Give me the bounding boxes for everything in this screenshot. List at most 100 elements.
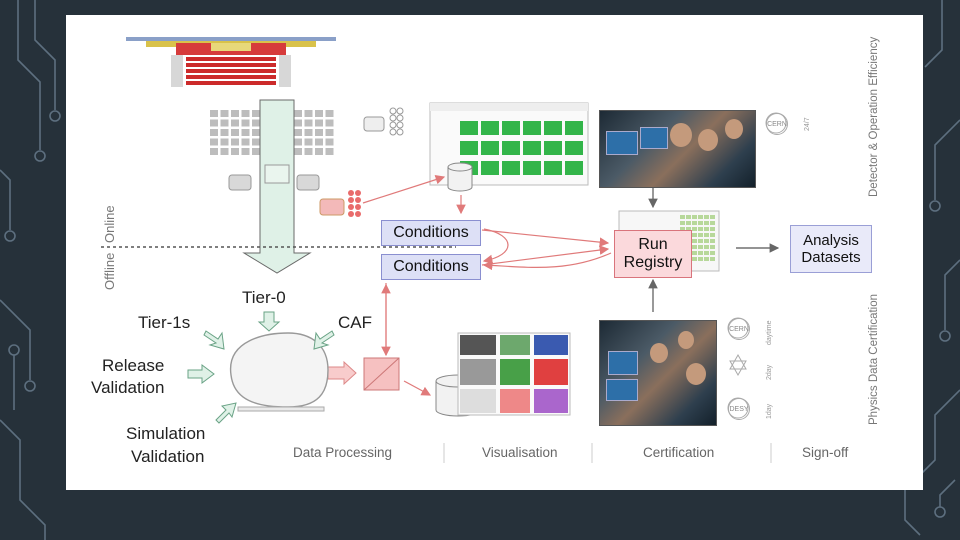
sheet-cell [710, 251, 715, 255]
workflow-diagram-graphics [101, 37, 787, 463]
green-histogram [502, 121, 520, 135]
sheet-cell [680, 215, 685, 219]
conditions-box-bottom: Conditions [381, 254, 481, 280]
sheet-cell [686, 215, 691, 219]
sheet-cell [698, 215, 703, 219]
sheet-cell [698, 227, 703, 231]
green-histogram [565, 161, 583, 175]
green-histogram [544, 121, 562, 135]
simulation-line1: Simulation [126, 424, 206, 443]
sheet-cell [698, 239, 703, 243]
stage-sign-off: Sign-off [802, 445, 849, 460]
rack-unit [315, 119, 323, 127]
sheet-cell [710, 245, 715, 249]
sheet-cell [710, 221, 715, 225]
run-registry-line2: Registry [623, 254, 683, 271]
sheet-cell [698, 251, 703, 255]
offline-label: Offline [102, 252, 117, 290]
conditions-box-top: Conditions [381, 220, 481, 246]
sheet-cell [698, 221, 703, 225]
sheet-cell [704, 239, 709, 243]
rack-unit [231, 119, 239, 127]
stage-certification: Certification [643, 445, 715, 460]
rack-unit [304, 110, 313, 117]
analysis-line1: Analysis [803, 232, 859, 249]
sheet-cell [710, 239, 715, 243]
cern-logo-bottom-text: CERN [729, 325, 749, 333]
rack-unit [304, 119, 313, 127]
twoday-label: 2day [766, 364, 773, 380]
green-histogram [502, 141, 520, 155]
sheet-cell [710, 233, 715, 237]
desy-logo: DESY [728, 398, 750, 420]
analysis-datasets-box: Analysis Datasets [790, 225, 872, 273]
simulation-line2: Validation [131, 447, 205, 466]
sheet-cell [710, 257, 715, 261]
green-histogram [502, 161, 520, 175]
green-histogram [523, 161, 541, 175]
rack-unit [294, 148, 302, 155]
rack-unit [231, 138, 239, 146]
sheet-cell [680, 221, 685, 225]
side-label-bottom: Physics Data Certification [868, 293, 880, 425]
release-line1: Release [102, 356, 165, 375]
green-histogram [565, 141, 583, 155]
cern-logo-text: CERN [767, 120, 787, 128]
oneday-label: 1day [766, 403, 773, 419]
green-histogram [481, 161, 499, 175]
sheet-cell [710, 215, 715, 219]
rack-unit [220, 119, 229, 127]
sheet-cell [704, 227, 709, 231]
rack-unit [231, 129, 239, 136]
rack-unit [210, 110, 218, 117]
rack-unit [325, 129, 334, 136]
rack-unit [241, 129, 250, 136]
rack-unit [252, 148, 260, 155]
green-histogram [523, 121, 541, 135]
rack-unit [294, 138, 302, 146]
detector-illustration [126, 37, 336, 87]
cern-logo: CERN [766, 113, 788, 135]
rack-unit [220, 110, 229, 117]
sheet-cell [704, 257, 709, 261]
sheet-cell [698, 257, 703, 261]
sheet-cell [692, 257, 697, 261]
caf-label: CAF [338, 313, 372, 332]
rack-unit [294, 129, 302, 136]
processing-cloud [230, 332, 329, 412]
rack-unit [325, 148, 334, 155]
rack-unit [241, 119, 250, 127]
green-histogram [460, 121, 478, 135]
rack-unit [315, 138, 323, 146]
sheet-cell [704, 251, 709, 255]
sheet-cell [692, 221, 697, 225]
control-room-photo-top [599, 110, 756, 188]
analysis-line2: Datasets [801, 249, 861, 266]
sheet-cell [698, 245, 703, 249]
rack-unit [220, 138, 229, 146]
green-histogram [544, 141, 562, 155]
rack-unit [315, 148, 323, 155]
sheet-cell [710, 227, 715, 231]
green-histogram [523, 141, 541, 155]
rack-unit [315, 129, 323, 136]
release-line2: Validation [91, 378, 165, 397]
rack-unit [231, 110, 239, 117]
green-histogram [544, 161, 562, 175]
green-histogram [481, 121, 499, 135]
online-label: Online [102, 205, 117, 243]
rack-unit [252, 129, 260, 136]
green-histogram [565, 121, 583, 135]
rack-unit [325, 119, 334, 127]
cern-logo-bottom: CERN [728, 318, 750, 340]
rack-unit [231, 148, 239, 155]
rack-unit [315, 110, 323, 117]
stage-data-processing: Data Processing [293, 445, 393, 460]
daytime-label: daytime [766, 320, 773, 345]
sheet-cell [692, 227, 697, 231]
rack-unit [210, 129, 218, 136]
rack-unit [220, 148, 229, 155]
rack-unit [210, 119, 218, 127]
rack-unit [294, 110, 302, 117]
